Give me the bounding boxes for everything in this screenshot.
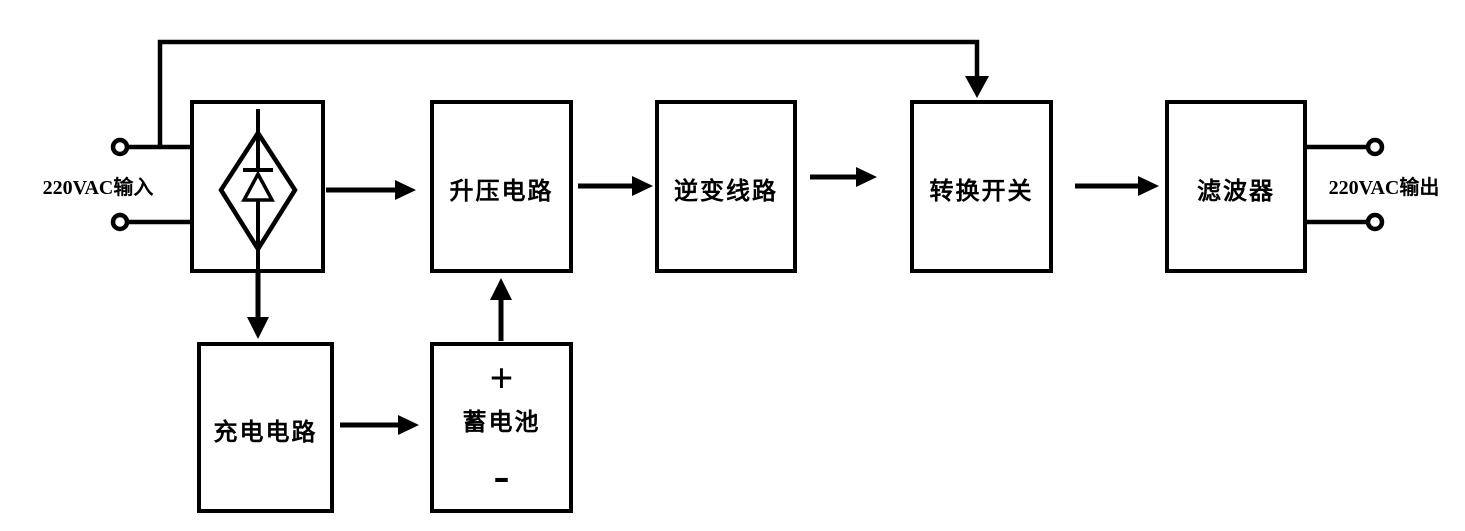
arrow-battery-to-boost [490,278,512,341]
filter-label: 滤波器 [1197,179,1275,205]
output-terminal-top-icon [1365,137,1385,157]
battery-minus-sign: - [493,449,510,502]
boost-circuit-label: 升压电路 [449,179,554,205]
arrow-rectifier-to-boost [326,180,416,200]
arrow-rectifier-to-charger [247,273,269,339]
input-terminal-top-icon [110,137,130,157]
inverter-circuit-label: 逆变线路 [674,179,778,205]
output-terminal-bottom-icon [1365,212,1385,232]
block-inverter-circuit: 逆变线路 [655,100,797,273]
battery-plus-sign: + [489,356,514,402]
transfer-switch-label: 转换开关 [929,179,1034,205]
block-battery: + 蓄电池 - [430,342,573,513]
charging-circuit-label: 充电电路 [213,420,318,446]
arrow-charger-to-battery [340,415,419,435]
block-boost-circuit: 升压电路 [430,100,573,273]
block-transfer-switch: 转换开关 [910,100,1053,273]
arrow-inverter-to-transfer [810,167,877,187]
bypass-line [157,39,989,147]
block-filter: 滤波器 [1165,100,1307,273]
output-voltage-label: 220VAC输出 [1328,177,1440,199]
arrow-boost-to-inverter [578,176,653,196]
arrow-transfer-to-filter [1075,176,1159,196]
block-rectifier [190,100,325,273]
input-terminal-bottom-icon [110,212,130,232]
input-voltage-label: 220VAC输入 [42,177,154,199]
bridge-rectifier-diode-icon [218,109,298,269]
block-charging-circuit: 充电电路 [197,342,334,513]
battery-label: 蓄电池 [462,410,541,436]
